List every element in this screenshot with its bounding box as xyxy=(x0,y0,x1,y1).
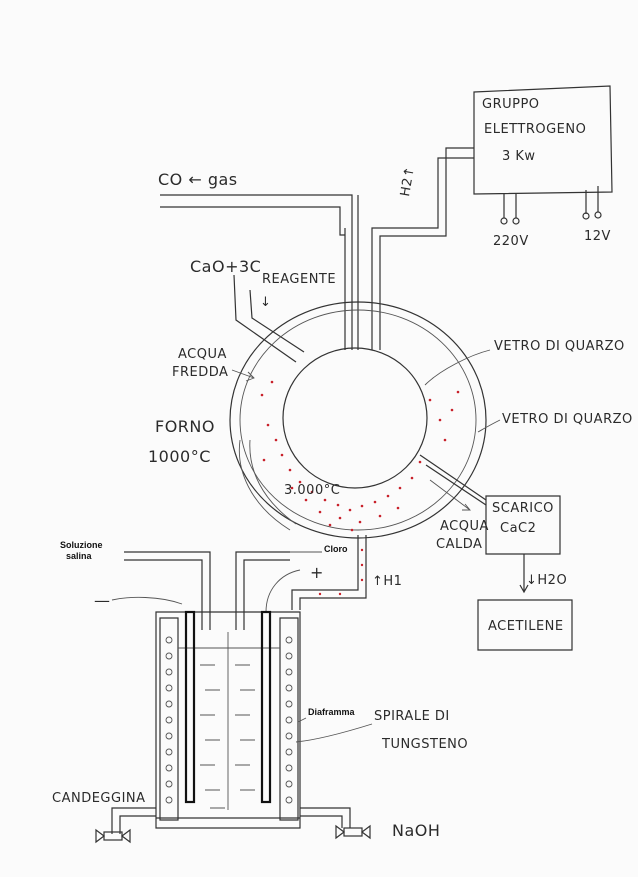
naoh-label: NaOH xyxy=(392,821,440,840)
h2o-arrow xyxy=(519,554,529,594)
diaframma-label: Diaframma xyxy=(308,707,356,717)
acetilene-label: ACETILENE xyxy=(488,619,564,634)
scarico-box xyxy=(485,495,561,555)
plug-12v xyxy=(582,186,602,220)
tungsten-coil-right xyxy=(285,636,293,804)
acqua-calda-label-2: CALDA xyxy=(436,537,482,552)
electrolyte-liquid xyxy=(200,664,255,809)
spirale-label-1: SPIRALE DI xyxy=(374,709,450,724)
candeggina-label: CANDEGGINA xyxy=(52,791,146,806)
candeggina-outlet xyxy=(95,807,156,844)
scarico-pipe xyxy=(419,454,487,511)
quartz-pointers xyxy=(424,349,501,433)
generator-box xyxy=(473,85,613,195)
h2o-label: ↓H2O xyxy=(526,573,567,588)
soluzione-label-2: salina xyxy=(66,551,93,561)
cao-3c-label: CaO+3C xyxy=(190,257,261,276)
h2-pipe xyxy=(371,147,474,350)
acqua-fredda-arrow xyxy=(231,369,255,382)
scarico-label-2: CaC2 xyxy=(500,521,536,536)
acqua-calda-label-1: ACQUA xyxy=(440,519,489,534)
naoh-outlet xyxy=(300,807,371,840)
h1-label: ↑H1 xyxy=(372,574,402,589)
soluzione-inlet-pipe xyxy=(124,551,211,630)
volt-220-label: 220V xyxy=(493,234,529,249)
acetilene-box xyxy=(477,599,573,651)
generator-line3: 3 Kw xyxy=(502,149,536,164)
vetro-quarzo-outer-label: VETRO DI QUARZO xyxy=(502,412,633,427)
generator-line2: ELETTROGENO xyxy=(484,122,586,137)
reagente-arrow: ↓ xyxy=(260,295,271,310)
plug-220v xyxy=(500,194,520,225)
scarico-label-1: SCARICO xyxy=(492,501,554,516)
anode-electrode xyxy=(260,610,272,804)
diaframma-pointer xyxy=(297,717,307,723)
co-gas-label: CO ← gas xyxy=(158,170,238,189)
spirale-label-2: TUNGSTENO xyxy=(381,737,468,752)
furnace-inner-chamber xyxy=(282,347,428,489)
temp-3000-label: 3.000°C xyxy=(284,483,340,498)
minus-sign: — xyxy=(94,591,111,610)
cloro-label: Cloro xyxy=(324,544,348,554)
positive-wire xyxy=(265,569,301,613)
generator-line1: GRUPPO xyxy=(482,97,540,112)
reaction-particles xyxy=(260,380,460,532)
reagent-pipe xyxy=(233,274,305,363)
negative-wire xyxy=(111,596,183,605)
forno-label-1: FORNO xyxy=(155,417,215,436)
reagente-label: REAGENTE xyxy=(262,272,336,287)
cloro-pipe xyxy=(291,535,367,610)
volt-12-label: 12V xyxy=(584,229,611,244)
h2-label: H2↑ xyxy=(398,165,418,198)
acqua-fredda-label-2: FREDDA xyxy=(172,365,228,380)
tungsten-coil-left xyxy=(165,636,173,804)
spirale-pointer xyxy=(295,723,373,743)
soluzione-label-1: Soluzione xyxy=(60,540,103,550)
acqua-fredda-label-1: ACQUA xyxy=(178,347,227,362)
cloro-outlet-pipe xyxy=(235,551,290,630)
forno-label-2: 1000°C xyxy=(148,447,211,466)
co-gas-pipe xyxy=(160,194,359,350)
vetro-quarzo-inner-label: VETRO DI QUARZO xyxy=(494,339,625,354)
cathode-electrode xyxy=(184,610,196,804)
plus-sign: + xyxy=(310,563,324,582)
